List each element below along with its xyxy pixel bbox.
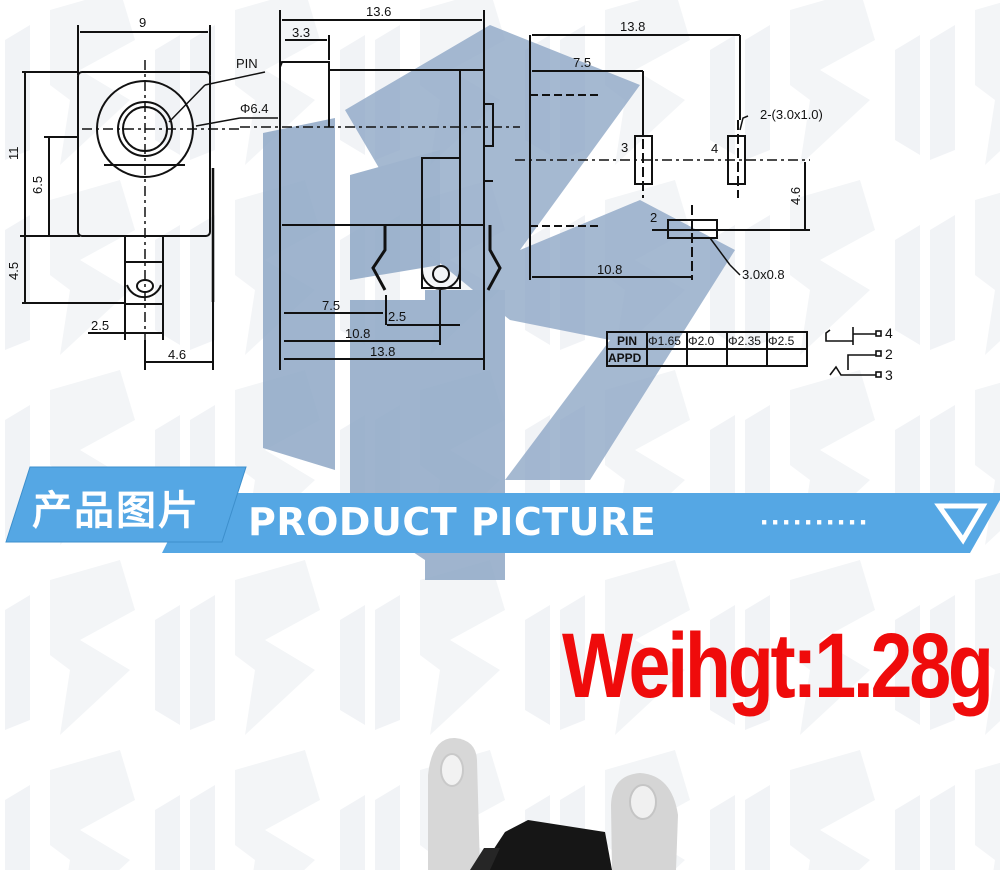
dim-offset: 4.6 <box>168 347 186 362</box>
dim-collar: 3.3 <box>292 25 310 40</box>
dim-fp-7-5: 7.5 <box>573 55 591 70</box>
footprint-view <box>515 34 810 280</box>
appd-cell <box>686 348 728 367</box>
pin-table: PIN Φ1.65 Φ2.0 Φ2.35 Φ2.5 APPD <box>606 331 808 367</box>
banner-title-en: PRODUCT PICTURE <box>248 500 657 544</box>
dim-tab-width: 2.5 <box>91 318 109 333</box>
dim-side-10-8: 10.8 <box>345 326 370 341</box>
pin-col-4: Φ2.5 <box>766 331 808 350</box>
diameter-label: Φ6.4 <box>240 101 268 116</box>
dim-center-height: 6.5 <box>30 176 45 194</box>
banner-dots: ·········· <box>760 506 870 539</box>
pin-table-row: APPD <box>606 348 808 367</box>
pad2-note: 3.0x0.8 <box>742 267 785 282</box>
pin-col-3: Φ2.35 <box>726 331 768 350</box>
dim-side-13-8: 13.8 <box>370 344 395 359</box>
pad-2-label: 2 <box>650 210 657 225</box>
triangle-down-icon <box>934 503 988 545</box>
dim-front-height: 11 <box>6 147 21 161</box>
dim-side-overall: 13.6 <box>366 4 391 19</box>
dc-jack-photo <box>428 737 678 870</box>
pad-4-label: 4 <box>711 141 718 156</box>
pin-col-1: Φ1.65 <box>646 331 688 350</box>
weight-label: Weihgt:1.28g <box>562 615 994 717</box>
side-view <box>240 10 520 370</box>
pad-note: 2-(3.0x1.0) <box>760 107 823 122</box>
jack-schematic <box>825 327 882 378</box>
pin-label: PIN <box>236 56 258 71</box>
pad-3-label: 3 <box>621 140 628 155</box>
terminal-4: 4 <box>885 325 893 341</box>
dim-fp-4-6: 4.6 <box>788 187 803 205</box>
dim-front-width: 9 <box>139 15 146 30</box>
appd-cell <box>646 348 688 367</box>
pin-col-2: Φ2.0 <box>686 331 728 350</box>
dim-fp-10-8: 10.8 <box>597 262 622 277</box>
appd-cell <box>726 348 768 367</box>
dim-tab-height: 4.5 <box>6 262 21 280</box>
terminal-2: 2 <box>885 346 893 362</box>
dim-side-2-5: 2.5 <box>388 309 406 324</box>
pin-header: PIN <box>606 331 648 350</box>
terminal-3: 3 <box>885 367 893 383</box>
banner-title-cn: 产品图片 <box>32 488 200 534</box>
pin-table-header-row: PIN Φ1.65 Φ2.0 Φ2.35 Φ2.5 <box>606 331 808 350</box>
appd-cell <box>766 348 808 367</box>
appd-label: APPD <box>606 348 648 367</box>
dim-side-7-5: 7.5 <box>322 298 340 313</box>
front-view <box>20 25 278 370</box>
dim-fp-overall: 13.8 <box>620 19 645 34</box>
